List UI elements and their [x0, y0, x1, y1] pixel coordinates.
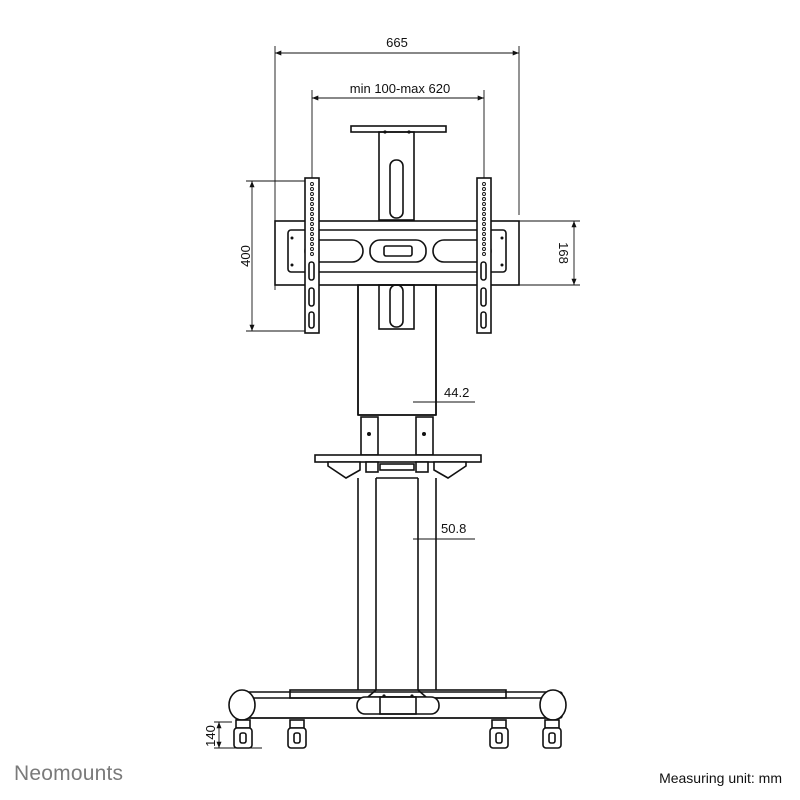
dimension-lower-pole: 50.8 — [413, 521, 475, 540]
bracket-hole — [482, 182, 486, 186]
bracket-hole — [310, 222, 314, 226]
bracket-hole — [482, 192, 486, 196]
caster-wheel — [233, 719, 253, 749]
bracket-hole — [482, 237, 486, 241]
pole-clamps — [360, 416, 434, 456]
dimension-vesa-range-label: min 100-max 620 — [350, 81, 450, 96]
bracket-hole — [310, 242, 314, 246]
bracket-hole — [482, 212, 486, 216]
caster-wheel — [489, 719, 509, 749]
caster-wheels — [233, 719, 562, 749]
caster-wheel — [542, 719, 562, 749]
bracket-hole — [310, 247, 314, 251]
bracket-hole — [482, 247, 486, 251]
dimension-base-height-label: 140 — [203, 725, 218, 747]
dimension-plate-height: 168 — [505, 220, 580, 286]
bracket-hole — [310, 232, 314, 236]
dimension-bracket-height-label: 400 — [238, 245, 253, 267]
vesa-bracket-right — [476, 177, 492, 334]
dimension-overall-width-label: 665 — [386, 35, 408, 50]
bracket-hole — [482, 207, 486, 211]
dimension-upper-pole-label: 44.2 — [444, 385, 469, 400]
top-camera-shelf — [350, 125, 447, 221]
bracket-hole — [482, 222, 486, 226]
dimension-base-height: 140 — [203, 721, 262, 749]
bracket-hole — [310, 197, 314, 201]
bracket-hole — [310, 192, 314, 196]
lower-pole — [357, 477, 437, 698]
bracket-hole — [482, 197, 486, 201]
bracket-hole — [482, 187, 486, 191]
bracket-hole — [310, 182, 314, 186]
bracket-hole — [310, 237, 314, 241]
dimension-bracket-height: 400 — [238, 180, 305, 332]
bracket-hole — [310, 202, 314, 206]
middle-shelf — [314, 454, 482, 479]
dimension-vesa-range: min 100-max 620 — [311, 81, 485, 178]
bracket-hole — [482, 242, 486, 246]
bracket-hole — [482, 232, 486, 236]
bracket-hole — [310, 207, 314, 211]
bracket-hole — [310, 187, 314, 191]
dimension-lower-pole-label: 50.8 — [441, 521, 466, 536]
bracket-hole — [310, 212, 314, 216]
vesa-bracket-left — [304, 177, 320, 334]
neomounts-logo: Neomounts — [14, 762, 124, 785]
caster-wheel — [287, 719, 307, 749]
upper-pole — [357, 284, 437, 416]
dimension-plate-height-label: 168 — [556, 242, 571, 264]
bracket-hole — [310, 217, 314, 221]
base-frame — [228, 689, 567, 721]
measuring-unit-note: Measuring unit: mm — [659, 770, 782, 786]
bracket-hole — [482, 202, 486, 206]
bracket-hole — [482, 252, 486, 256]
dimension-upper-pole: 44.2 — [413, 385, 475, 403]
bracket-hole — [310, 227, 314, 231]
bracket-hole — [482, 227, 486, 231]
bracket-hole — [310, 252, 314, 256]
bracket-hole — [482, 217, 486, 221]
